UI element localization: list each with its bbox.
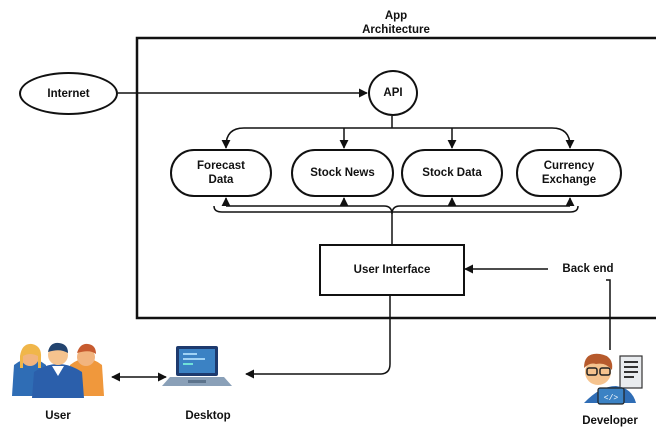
api-node: API: [368, 70, 418, 116]
architecture-frame: [135, 36, 656, 320]
ui-collection-bus: [213, 205, 579, 213]
user-group-icon: [12, 342, 104, 398]
back-end-label: Back end: [562, 263, 614, 275]
stock-data-node: Stock Data: [401, 149, 503, 197]
desktop-label: Desktop: [185, 410, 231, 422]
developer-icon: </>: [584, 353, 643, 405]
internet-node: Internet: [19, 72, 118, 115]
forecast-data-label: Forecast Data: [197, 160, 245, 186]
currency-exchange-node: Currency Exchange: [516, 149, 622, 197]
user-interface-label: User Interface: [353, 264, 431, 276]
svg-text:</>: </>: [604, 394, 619, 403]
developer-to-backend-line: [606, 279, 611, 350]
currency-exchange-label: Currency Exchange: [541, 160, 597, 186]
diagram-title: App Architecture: [362, 10, 430, 36]
stock-news-node: Stock News: [291, 149, 394, 197]
laptop-icon: [162, 346, 232, 386]
api-distribution-bus: [225, 127, 571, 147]
api-label: API: [383, 87, 403, 99]
stock-data-label: Stock Data: [422, 167, 482, 179]
developer-label: Developer: [582, 415, 638, 427]
stock-news-label: Stock News: [310, 167, 375, 179]
ui-to-desktop-line: [245, 296, 391, 379]
user-label: User: [45, 410, 71, 422]
internet-label: Internet: [47, 87, 90, 100]
forecast-data-node: Forecast Data: [170, 149, 272, 197]
user-interface-node: User Interface: [319, 244, 465, 296]
